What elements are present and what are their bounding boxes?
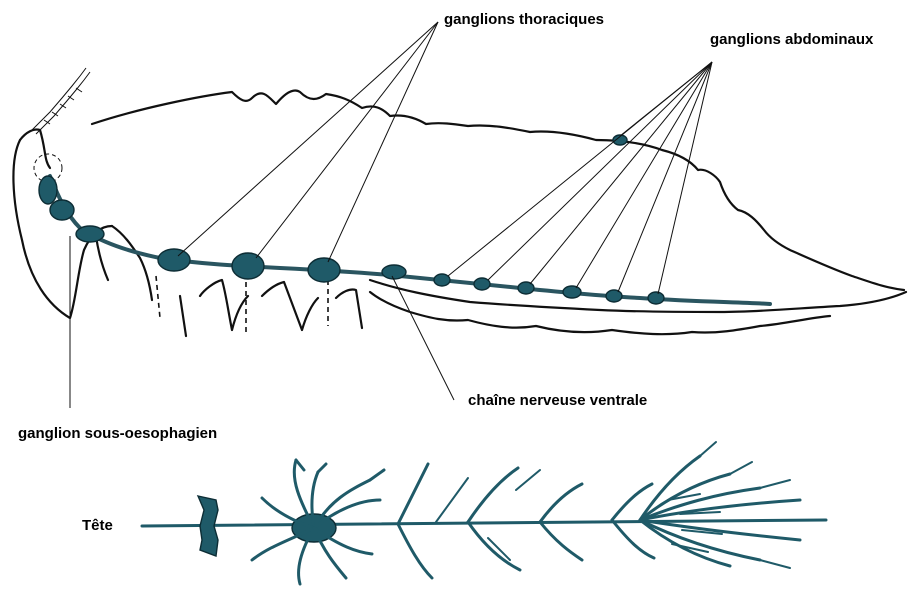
label-head: Tête [82,517,113,534]
cerebral-ganglion [39,176,57,204]
insect-lateral-view [13,22,906,408]
leader-abdominal-3 [530,62,712,284]
thoracic-ganglion-3 [308,258,340,282]
antenna [32,68,90,134]
ventral-nerve-cord [50,176,770,304]
abdominal-ganglion-4 [563,286,581,298]
thoracic-ganglion-1 [158,249,190,271]
abdominal-ganglion-5 [606,290,622,302]
leader-thoracic-3 [328,22,438,262]
leader-abdominal-6 [658,62,712,294]
leader-abdominal-5 [618,62,712,292]
thorax-legs [180,280,362,336]
wing-dorsal-outline [92,91,904,291]
leader-thoracic-2 [256,22,438,258]
abdominal-ganglion-1 [434,274,450,286]
label-ventral-nerve-chain: chaîne nerveuse ventrale [468,392,647,409]
abdominal-ganglion-6 [648,292,664,304]
thoracic-ganglion-2 [232,253,264,279]
suboesophageal-ganglion [50,200,74,220]
abdominal-ganglion-2 [474,278,490,290]
nerve-chain-schema [142,442,826,584]
schema-main-axis [142,520,826,526]
label-abdominal-ganglia: ganglions abdominaux [710,31,874,48]
label-thoracic-ganglia: ganglions thoraciques [444,11,604,28]
leg-nerve-1 [156,276,160,318]
leader-abdominal-7 [620,62,712,136]
suboesophageal-lobe [76,226,104,242]
abdomen-lower-outline [370,292,830,334]
mouthparts [96,226,152,300]
schema-thoracic-ganglion [252,460,384,584]
abdominal-ganglion-3 [518,282,534,294]
leader-thoracic-1 [178,22,438,256]
label-suboesophageal-ganglion: ganglion sous-oesophagien [18,425,217,442]
first-abdominal-ganglion [382,265,406,279]
schema-terminal-ganglion [640,442,800,568]
